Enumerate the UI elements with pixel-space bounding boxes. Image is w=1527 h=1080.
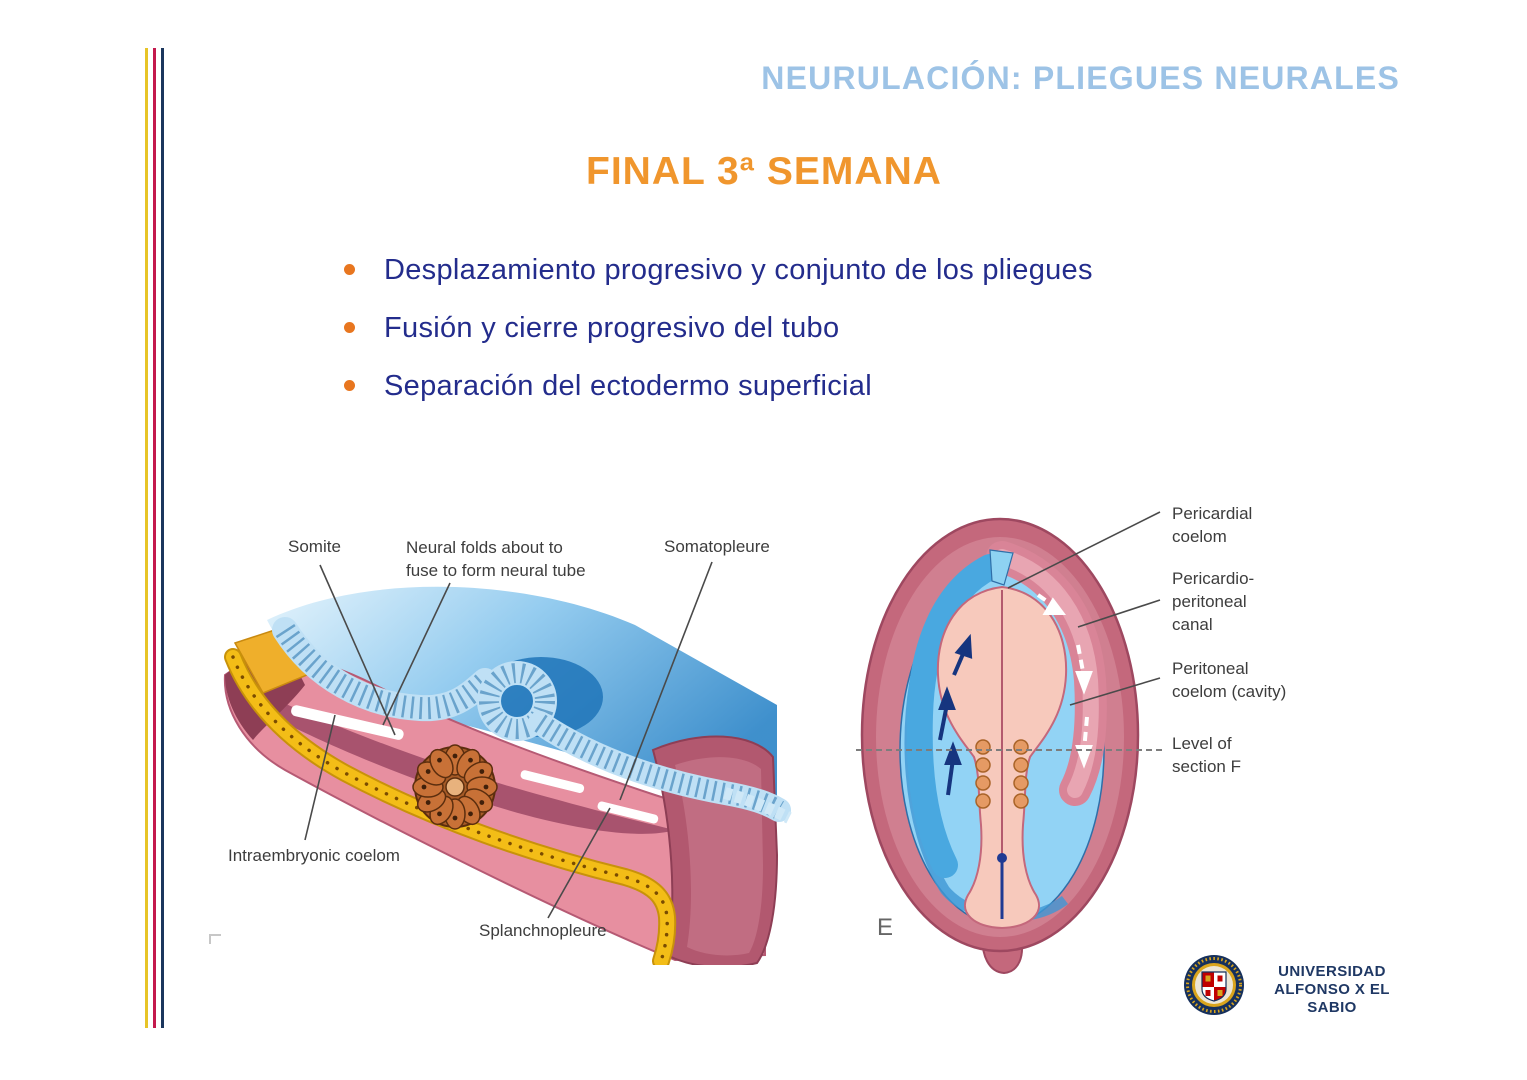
left-stripe-navy: [161, 48, 164, 1028]
left-diagram-leader-lines: [304, 561, 713, 919]
level-of-section-dashed-line: [856, 749, 1162, 751]
page-title: FINAL 3ª SEMANA: [586, 150, 942, 193]
slide-header: NEURULACIÓN: PLIEGUES NEURALES: [761, 60, 1400, 96]
peritoneal-coelom-label: Peritoneal coelom (cavity): [1172, 659, 1287, 701]
left-stripe-yellow: [145, 48, 148, 1028]
bullet-text: Separación del ectodermo superficial: [384, 370, 872, 402]
pericardio-peritoneal-canal-label: Pericardio- peritoneal canal: [1172, 569, 1255, 634]
bullet-dot-icon: [344, 264, 355, 275]
level-of-section-label: Level of section F: [1172, 734, 1241, 776]
bullet-list: Desplazamiento progresivo y conjunto de …: [340, 254, 1093, 428]
list-item: Fusión y cierre progresivo del tubo: [340, 312, 1093, 344]
neural-folds-label: Neural folds about to fuse to form neura…: [406, 538, 586, 580]
list-item: Desplazamiento progresivo y conjunto de …: [340, 254, 1093, 286]
university-name: UNIVERSIDAD ALFONSO X EL SABIO: [1252, 963, 1412, 1017]
university-seal-icon: [1184, 955, 1244, 1015]
bullet-dot-icon: [344, 322, 355, 333]
university-name-line1: UNIVERSIDAD: [1278, 963, 1386, 980]
bullet-text: Desplazamiento progresivo y conjunto de …: [384, 254, 1093, 286]
bullet-text: Fusión y cierre progresivo del tubo: [384, 312, 840, 344]
somite-label: Somite: [288, 537, 341, 556]
panel-letter-e: E: [877, 914, 894, 941]
coelom-dorsal-view-illustration: [860, 511, 1161, 975]
right-diagram-leader-lines: [1007, 511, 1161, 706]
pericardial-coelom-label: Pericardial coelom: [1172, 504, 1253, 546]
neural-folds-section-illustration: [223, 561, 792, 965]
splanchnopleure-label: Splanchnopleure: [479, 921, 607, 940]
somatopleure-label: Somatopleure: [664, 537, 770, 556]
intraembryonic-coelom-label: Intraembryonic coelom: [228, 846, 400, 865]
crop-mark: [209, 934, 221, 944]
bullet-dot-icon: [344, 380, 355, 391]
list-item: Separación del ectodermo superficial: [340, 370, 1093, 402]
left-stripe-red: [153, 48, 156, 1028]
university-name-line2: ALFONSO X EL SABIO: [1274, 981, 1390, 1016]
